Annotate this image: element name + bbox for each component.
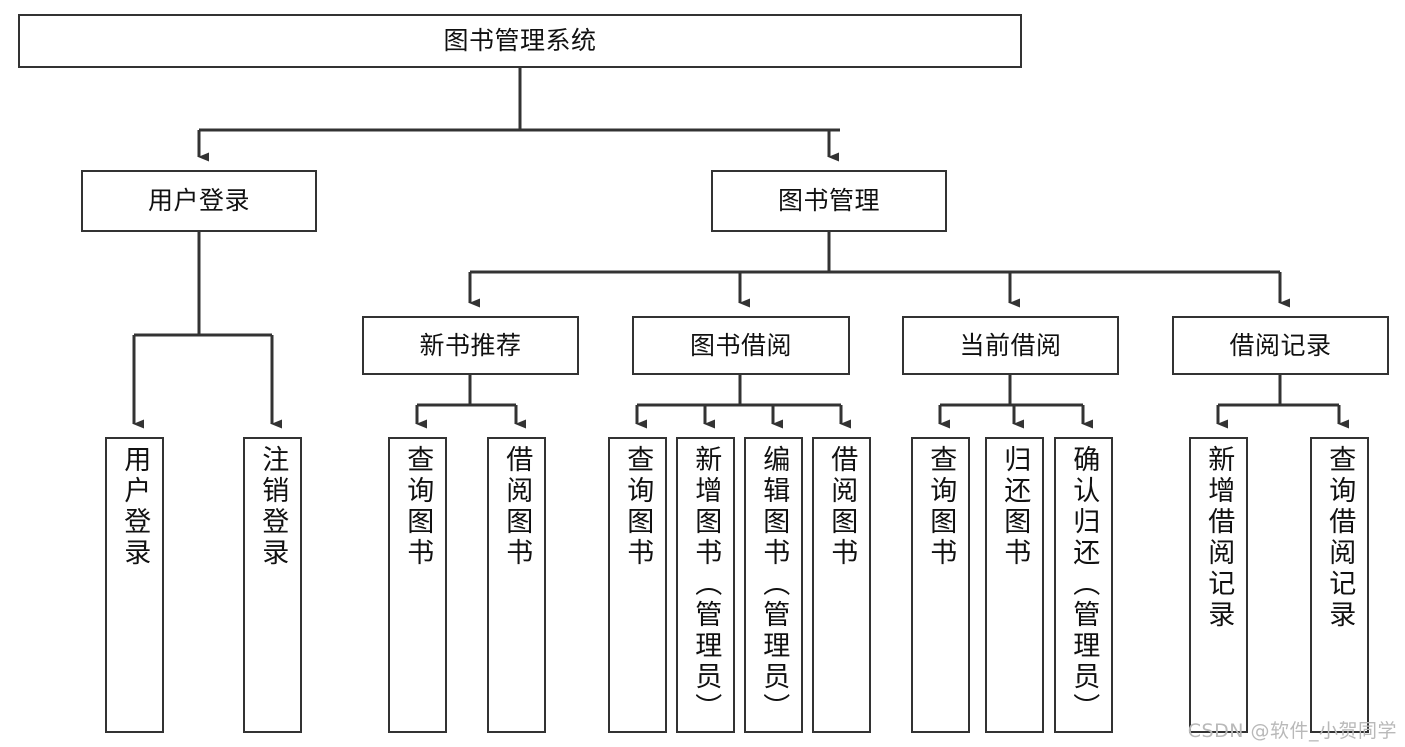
leaf-node-label: 注销登录: [257, 445, 289, 569]
leaf-node-label: 新增图书（管理员）: [690, 445, 722, 724]
node-current-borrow[interactable]: 当前借阅: [902, 316, 1119, 375]
leaf-node[interactable]: 查询图书: [911, 437, 970, 733]
node-book-management[interactable]: 图书管理: [711, 170, 947, 232]
leaf-node-label: 借阅图书: [501, 445, 533, 569]
leaf-node[interactable]: 编辑图书（管理员）: [744, 437, 803, 733]
node-new-book-recommend[interactable]: 新书推荐: [362, 316, 579, 375]
node-book-management-label: 图书管理: [777, 186, 880, 215]
leaf-node[interactable]: 新增图书（管理员）: [676, 437, 735, 733]
leaf-node-label: 借阅图书: [826, 445, 858, 569]
leaf-node[interactable]: 查询借阅记录: [1310, 437, 1369, 733]
leaf-node[interactable]: 查询图书: [608, 437, 667, 733]
leaf-node[interactable]: 查询图书: [388, 437, 447, 733]
leaf-node[interactable]: 用户登录: [105, 437, 164, 733]
leaf-node[interactable]: 注销登录: [243, 437, 302, 733]
node-book-borrow-label: 图书借阅: [689, 330, 792, 360]
leaf-node[interactable]: 借阅图书: [487, 437, 546, 733]
leaf-node-label: 查询图书: [402, 445, 434, 569]
node-current-borrow-label: 当前借阅: [959, 330, 1062, 360]
node-new-book-recommend-label: 新书推荐: [419, 330, 522, 360]
node-borrow-record-label: 借阅记录: [1229, 330, 1332, 360]
leaf-node[interactable]: 归还图书: [985, 437, 1044, 733]
leaf-node[interactable]: 确认归还（管理员）: [1054, 437, 1113, 733]
leaf-node-label: 查询借阅记录: [1324, 445, 1356, 631]
leaf-node-label: 用户登录: [119, 445, 151, 569]
leaf-node[interactable]: 借阅图书: [812, 437, 871, 733]
leaf-node-label: 查询图书: [925, 445, 957, 569]
node-user-login[interactable]: 用户登录: [81, 170, 317, 232]
leaf-node-label: 新增借阅记录: [1203, 445, 1235, 631]
leaf-node[interactable]: 新增借阅记录: [1189, 437, 1248, 733]
node-borrow-record[interactable]: 借阅记录: [1172, 316, 1389, 375]
leaf-node-label: 确认归还（管理员）: [1068, 445, 1100, 724]
node-user-login-label: 用户登录: [147, 186, 250, 215]
node-book-borrow[interactable]: 图书借阅: [632, 316, 850, 375]
leaf-node-label: 编辑图书（管理员）: [758, 445, 790, 724]
leaf-node-label: 归还图书: [999, 445, 1031, 569]
node-root-label: 图书管理系统: [443, 26, 597, 55]
csdn-watermark: CSDN @软件_小贺同学: [1187, 720, 1397, 742]
leaf-node-label: 查询图书: [622, 445, 654, 569]
node-root[interactable]: 图书管理系统: [18, 14, 1022, 68]
